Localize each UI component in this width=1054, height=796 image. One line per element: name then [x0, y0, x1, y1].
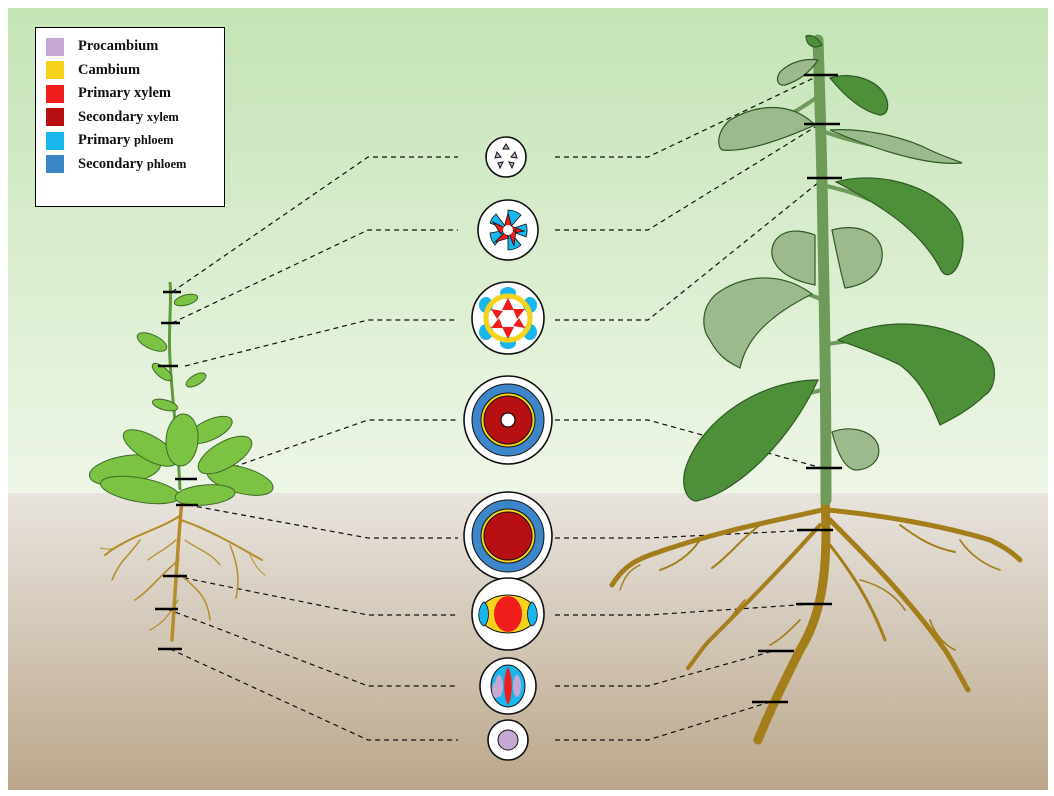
legend-item-primary-phloem: Primary phloem	[46, 129, 224, 153]
legend-item-cambium: Cambium	[46, 59, 224, 83]
swatch-secondary-phloem	[46, 155, 64, 173]
section-secondary-solid	[464, 492, 552, 580]
swatch-cambium	[46, 61, 64, 79]
section-root-procambium	[488, 720, 528, 760]
swatch-primary-xylem	[46, 85, 64, 103]
swatch-secondary-xylem	[46, 108, 64, 126]
legend-item-secondary-xylem: Secondary xylem	[46, 106, 224, 130]
section-root-young-secondary	[472, 578, 544, 650]
legend: Procambium Cambium Primary xylem Seconda…	[35, 27, 225, 207]
section-primary-ring-cambium	[472, 282, 544, 354]
section-secondary-pith	[464, 376, 552, 464]
section-root-diarch	[480, 658, 536, 714]
legend-item-procambium: Procambium	[46, 35, 224, 59]
legend-item-secondary-phloem: Secondary phloem	[46, 153, 224, 177]
section-primary-ring-small	[478, 200, 538, 260]
swatch-procambium	[46, 38, 64, 56]
swatch-primary-phloem	[46, 132, 64, 150]
legend-label: Primary phloem	[78, 132, 174, 149]
legend-label: Primary xylem	[78, 85, 171, 102]
section-young-procambium	[486, 137, 526, 177]
legend-label: Secondary phloem	[78, 156, 186, 173]
legend-item-primary-xylem: Primary xylem	[46, 82, 224, 106]
legend-label: Cambium	[78, 62, 140, 79]
legend-label: Procambium	[78, 38, 158, 55]
legend-label: Secondary xylem	[78, 109, 179, 126]
